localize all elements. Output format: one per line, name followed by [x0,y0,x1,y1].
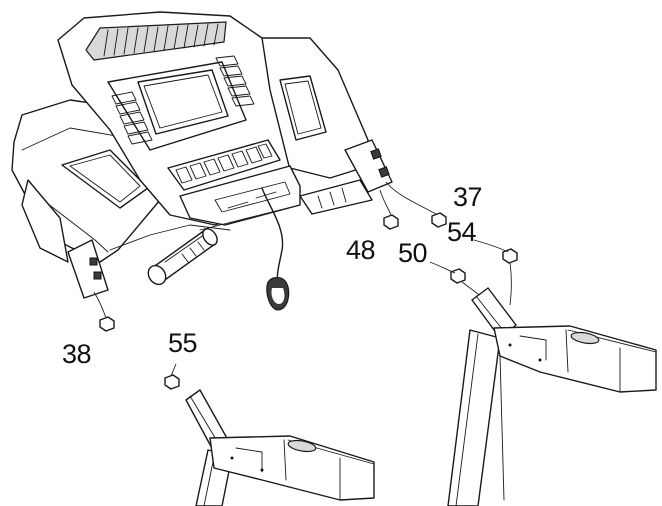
left-handlebar-badge [287,439,317,453]
callout-38: 38 [62,339,91,369]
right-button-column [215,55,255,107]
part-50 [450,268,466,284]
left-console-bracket [67,239,109,299]
console-left-lower-box [21,179,69,263]
safety-key-cord [261,187,290,311]
keypad-panel [167,139,281,191]
keypad-keys [175,143,273,184]
left-handgrip [147,228,218,286]
lcd-screen [137,69,229,135]
callout-54: 54 [447,217,477,247]
left-button-column [111,91,153,145]
hardware-parts [99,212,518,390]
part-37 [431,212,447,228]
right-handlebar-badge [570,331,600,345]
right-handgrip [299,179,373,215]
part-38 [99,316,115,332]
console-assembly [11,11,369,263]
part-54 [502,248,518,264]
right-console-bracket [344,139,393,193]
callout-50: 50 [398,238,427,268]
part-48 [383,214,399,230]
callout-48: 48 [346,235,375,265]
part-55 [164,374,180,390]
callout-55: 55 [168,328,197,358]
left-upright-assembly [185,389,375,506]
right-upright-assembly [447,287,657,506]
left-handlebar [209,435,375,501]
right-handlebar [493,325,657,393]
right-upright-neck [471,287,517,339]
callout-numbers: 37 54 48 50 38 55 [62,182,483,369]
speaker-grille-lines [103,23,219,57]
callout-37: 37 [453,182,482,212]
right-upright-tube [447,329,501,506]
right-display-window [279,75,327,141]
